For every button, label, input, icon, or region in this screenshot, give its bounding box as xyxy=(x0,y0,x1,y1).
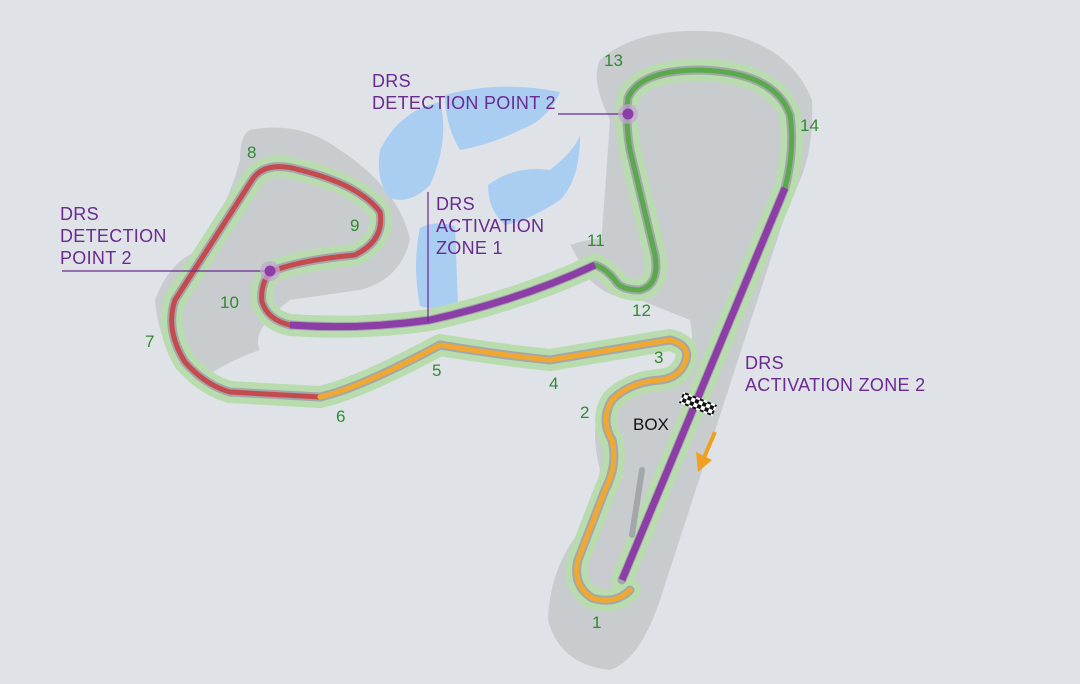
turn-10-label: 10 xyxy=(220,293,239,312)
drs-zone-1 xyxy=(289,261,597,331)
drs-detection-top xyxy=(558,104,638,124)
turn-labels: 1 2 3 4 5 6 7 8 9 10 11 12 13 14 xyxy=(145,51,819,632)
drs-activation-2-line2: ACTIVATION ZONE 2 xyxy=(745,375,925,395)
turn-7-label: 7 xyxy=(145,332,154,351)
drs-activation-1-label: DRS ACTIVATION ZONE 1 xyxy=(436,194,544,258)
sector-orange xyxy=(317,337,690,603)
drs-detection-left-line3: POINT 2 xyxy=(60,248,132,268)
turn-3-label: 3 xyxy=(654,348,663,367)
turn-2-label: 2 xyxy=(580,403,589,422)
drs-detection-left-label: DRS DETECTION POINT 2 xyxy=(60,204,167,268)
direction-arrow-icon xyxy=(696,431,717,472)
drs-detection-top-label: DRS DETECTION POINT 2 xyxy=(372,71,556,113)
turn-6-label: 6 xyxy=(336,407,345,426)
drs-activation-1-line2: ACTIVATION xyxy=(436,216,544,236)
checkered-flag-icon xyxy=(679,391,717,417)
drs-activation-1-line3: ZONE 1 xyxy=(436,238,503,258)
drs-detection-left-line1: DRS xyxy=(60,204,99,224)
drs-zone-2 xyxy=(618,186,789,582)
turn-11-label: 11 xyxy=(587,231,605,250)
pit-box-label: BOX xyxy=(633,415,669,434)
turn-4-label: 4 xyxy=(549,374,558,393)
turn-5-label: 5 xyxy=(432,361,441,380)
drs-detection-top-line1: DRS xyxy=(372,71,411,91)
water-areas xyxy=(378,86,580,309)
turn-13-label: 13 xyxy=(604,51,623,70)
drs-activation-2-label: DRS ACTIVATION ZONE 2 xyxy=(745,353,925,395)
turn-9-label: 9 xyxy=(350,216,359,235)
turn-12-label: 12 xyxy=(632,301,651,320)
drs-activation-1-line1: DRS xyxy=(436,194,475,214)
turn-14-label: 14 xyxy=(800,116,819,135)
drs-detection-top-line2: DETECTION POINT 2 xyxy=(372,93,556,113)
sector-red-10 xyxy=(259,269,293,328)
drs-activation-2-line1: DRS xyxy=(745,353,784,373)
drs-detection-left-line2: DETECTION xyxy=(60,226,167,246)
turn-8-label: 8 xyxy=(247,143,256,162)
drs-detection-left xyxy=(62,261,280,281)
sector-red xyxy=(169,164,384,400)
turn-1-label: 1 xyxy=(592,613,601,632)
